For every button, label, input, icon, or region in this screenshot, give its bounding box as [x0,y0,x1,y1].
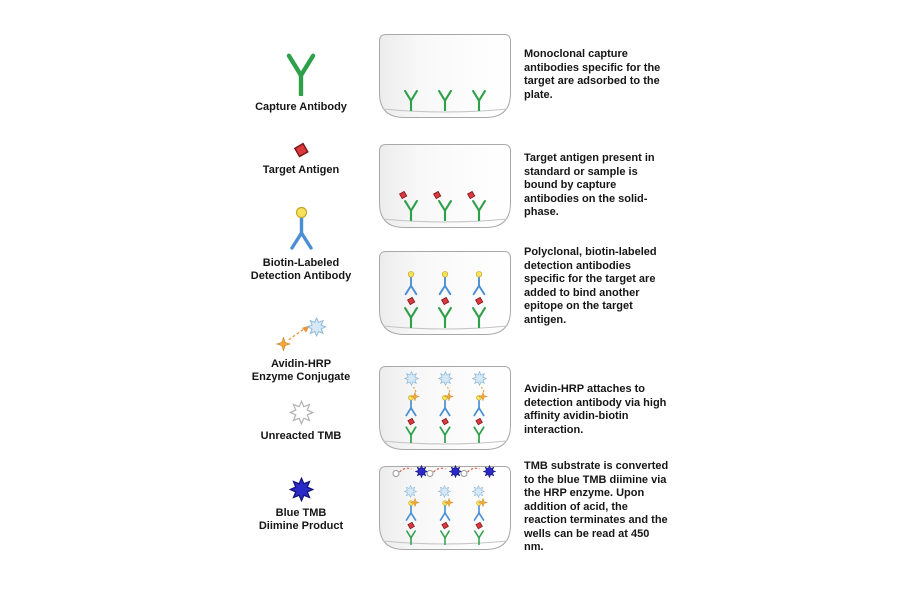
legend-item-detection-antibody: Biotin-Labeled Detection Antibody [236,206,366,283]
biotin-detection-antibody-icon [285,206,318,252]
legend-label-unreacted-tmb: Unreacted TMB [260,430,342,442]
step-1-description: Monoclonal capture antibodies specific f… [524,48,661,101]
step-4-description: Avidin-HRP attaches to detection antibod… [524,383,667,436]
legend-item-blue-tmb: Blue TMB Diimine Product [236,477,366,533]
legend-item-avidin-hrp: Avidin-HRP Enzyme Conjugate [236,317,366,384]
well-step-2-graphic [378,143,512,231]
unreacted-tmb-icon [289,400,314,425]
legend-item-unreacted-tmb: Unreacted TMB [236,400,366,443]
well-step-2 [378,143,512,231]
well-step-3-graphic [378,250,512,338]
well-step-5 [378,465,512,553]
well-step-1 [378,33,512,121]
well-step-4 [378,365,512,453]
legend-label-avidin-hrp: Avidin-HRP Enzyme Conjugate [251,358,351,383]
well-step-1-graphic [378,33,512,121]
legend-label-blue-tmb: Blue TMB Diimine Product [258,507,344,532]
legend-label-capture-antibody: Capture Antibody [255,101,347,113]
legend-item-capture-antibody: Capture Antibody [236,50,366,114]
blue-tmb-diimine-icon [289,477,314,502]
target-antigen-icon [292,141,310,159]
legend-label-detection-antibody: Biotin-Labeled Detection Antibody [250,257,352,282]
well-step-3 [378,250,512,338]
legend-item-target-antigen: Target Antigen [236,141,366,177]
step-5-description: TMB substrate is converted to the blue T… [524,460,669,553]
avidin-hrp-conjugate-icon [276,317,327,352]
capture-antibody-icon [282,50,320,96]
step-2-description: Target antigen present in standard or sa… [524,152,655,218]
step-3-description: Polyclonal, biotin-labeled detection ant… [524,246,657,326]
well-step-4-graphic [378,365,512,453]
well-step-5-graphic [378,465,512,553]
legend-label-target-antigen: Target Antigen [262,164,340,176]
